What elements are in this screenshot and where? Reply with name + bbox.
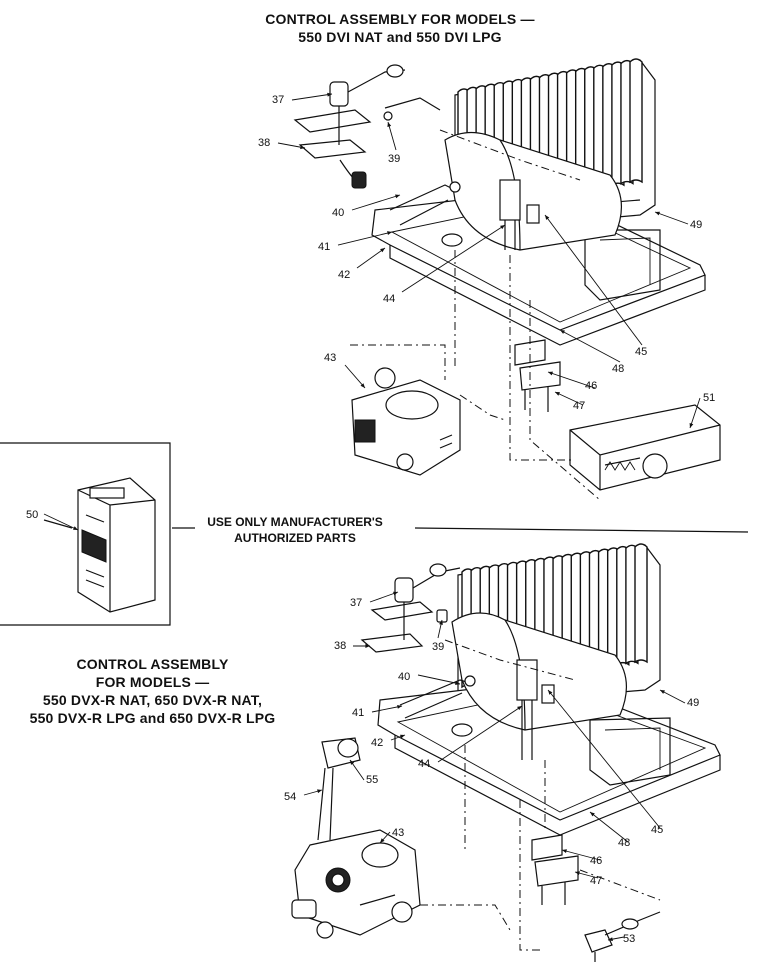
top-manifold xyxy=(389,181,461,226)
part-label-37-top: 37 xyxy=(272,94,285,106)
top-control-module xyxy=(569,404,721,491)
top-title: CONTROL ASSEMBLY FOR MODELS — 550 DVI NA… xyxy=(200,10,600,46)
part-label-49-bottom: 49 xyxy=(687,697,700,709)
part-label-47-bottom: 47 xyxy=(590,875,603,887)
part-label-37-bottom: 37 xyxy=(350,597,363,609)
top-electrode xyxy=(499,179,540,250)
part-label-44-top: 44 xyxy=(383,293,396,305)
part-label-48-bottom: 48 xyxy=(618,837,631,849)
callout-leaders xyxy=(43,92,701,942)
part-label-46-bottom: 46 xyxy=(590,855,603,867)
bottom-pressure-switch xyxy=(317,737,361,841)
part-label-46-top: 46 xyxy=(585,380,598,392)
part-label-38-top: 38 xyxy=(258,137,271,149)
notice-line-2: AUTHORIZED PARTS xyxy=(234,531,356,545)
part-label-45-top: 45 xyxy=(635,346,648,358)
top-title-line-1: CONTROL ASSEMBLY FOR MODELS — xyxy=(265,11,535,27)
top-switch-bracket xyxy=(514,339,561,412)
bottom-manifold xyxy=(399,675,476,719)
top-assembly xyxy=(293,58,721,501)
part-label-44-bottom: 44 xyxy=(418,758,431,770)
part-label-43-bottom: 43 xyxy=(392,827,405,839)
part-label-39-top: 39 xyxy=(388,153,401,165)
bottom-gas-valve xyxy=(291,829,421,939)
top-leader-lines xyxy=(350,129,601,501)
part-label-43-top: 43 xyxy=(324,352,337,364)
bottom-title-line-3: 550 DVX-R NAT, 650 DVX-R NAT, xyxy=(42,692,263,708)
top-pilot-assembly xyxy=(293,64,441,189)
part-label-42-bottom: 42 xyxy=(371,737,384,749)
part-label-40-bottom: 40 xyxy=(398,671,411,683)
part-label-47-top: 47 xyxy=(573,400,586,412)
part-label-41-bottom: 41 xyxy=(352,707,365,719)
part-label-41-top: 41 xyxy=(318,241,331,253)
bottom-electrode xyxy=(516,659,555,760)
inset-wall-thermostat xyxy=(77,477,156,613)
inset-panel xyxy=(0,442,749,626)
part-label-49-top: 49 xyxy=(690,219,703,231)
bottom-title-line-1: CONTROL ASSEMBLY xyxy=(76,656,229,672)
top-gas-valve xyxy=(351,367,461,476)
part-label-39-bottom: 39 xyxy=(432,641,445,653)
bottom-switch-bracket xyxy=(531,834,579,905)
bottom-leader-lines xyxy=(420,639,661,951)
part-label-48-top: 48 xyxy=(612,363,625,375)
authorized-parts-notice: USE ONLY MANUFACTURER'S AUTHORIZED PARTS xyxy=(180,514,410,546)
bottom-title-line-2: FOR MODELS — xyxy=(95,674,210,690)
part-label-55-bottom: 55 xyxy=(366,774,379,786)
part-label-50-inset: 50 xyxy=(26,509,39,521)
part-label-40-top: 40 xyxy=(332,207,345,219)
bottom-igniter xyxy=(584,911,661,962)
part-label-54-bottom: 54 xyxy=(284,791,297,803)
bottom-title: CONTROL ASSEMBLY FOR MODELS — 550 DVX-R … xyxy=(0,655,305,727)
part-label-45-bottom: 45 xyxy=(651,824,664,836)
bottom-pilot-assembly xyxy=(360,563,461,653)
part-label-42-top: 42 xyxy=(338,269,351,281)
top-title-line-2: 550 DVI NAT and 550 DVI LPG xyxy=(298,29,502,45)
part-label-53-bottom: 53 xyxy=(623,933,636,945)
bottom-assembly xyxy=(291,543,721,962)
bottom-title-line-4: 550 DVX-R LPG and 650 DVX-R LPG xyxy=(29,710,276,726)
notice-line-1: USE ONLY MANUFACTURER'S xyxy=(207,515,383,529)
part-label-38-bottom: 38 xyxy=(334,640,347,652)
part-label-51-top: 51 xyxy=(703,392,716,404)
